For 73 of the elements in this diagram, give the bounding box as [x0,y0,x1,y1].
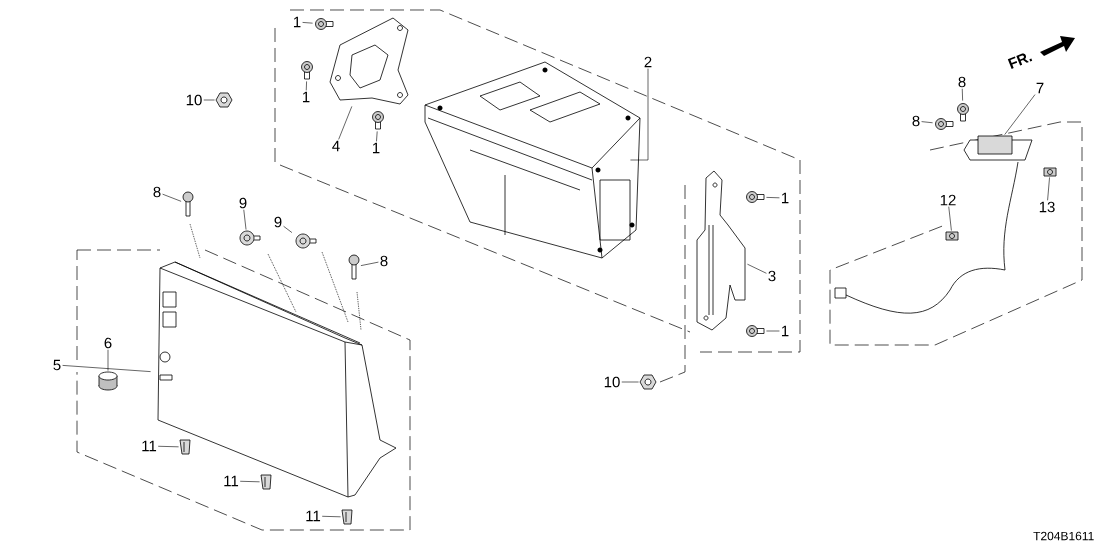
bolt [301,61,313,80]
unit-drawing [424,61,641,259]
leader-line [766,197,780,199]
callout-number: 8 [912,115,920,127]
callout-number: 8 [958,76,966,88]
leader-line [283,225,293,233]
leader-line [621,381,639,383]
leader-line [162,193,182,202]
callout-number: 1 [373,142,380,154]
leader-line [305,81,307,91]
callout-number: 12 [940,194,956,206]
callout-number: 3 [768,270,776,282]
leader-line [239,480,260,483]
callout-number: 1 [782,192,789,204]
bolt [746,191,765,203]
leader-line [747,263,767,274]
leader-line [302,22,313,24]
leader-line [360,261,379,266]
nut [639,374,657,390]
leader-line [1047,177,1050,201]
leader-line [766,330,780,332]
bolt [315,18,334,30]
callout-number: 13 [1039,201,1055,213]
callout-number: 11 [142,440,157,452]
screw [182,191,194,217]
screw [348,254,360,280]
callout-number: 1 [303,91,310,103]
leader-line [107,349,109,371]
bolt [957,103,969,122]
clip [341,509,353,525]
callout-number: 11 [224,475,239,487]
leader-line [1004,94,1036,135]
mounting-bracket-drawing [329,17,409,105]
leader-line [157,445,179,448]
leader-line [921,121,933,124]
module-drawing [963,135,1033,161]
leader-line [203,99,215,101]
clip [179,439,191,455]
callout-number: 10 [186,94,202,106]
leader-line [321,516,341,518]
leader-line [376,131,378,142]
bolt [746,325,765,337]
bolt [935,118,954,130]
callout-number: 8 [153,186,161,198]
leader-line [243,209,247,230]
knob [98,371,118,391]
callout-number: 1 [294,16,301,28]
callout-number: 6 [104,337,112,349]
drawing-code: T204B1611 [1033,531,1094,541]
leader-line [338,106,353,140]
callout-number: 4 [332,140,340,152]
leader-line [948,206,952,231]
nut [215,92,233,108]
direction-label: FR. [1007,53,1033,69]
clip [1043,167,1057,177]
callout-number: 7 [1036,82,1044,94]
callout-number: 11 [306,510,321,522]
washer [239,230,261,246]
leader-line [630,68,649,161]
callout-number: 9 [274,216,282,228]
mounting-bracket-drawing [696,170,746,331]
clip [260,474,272,490]
leader-line [961,88,963,101]
bolt [372,111,384,130]
callout-number: 1 [782,325,789,337]
clip [945,231,959,241]
callout-number: 8 [380,255,388,267]
callout-number: 2 [644,56,652,68]
callout-number: 9 [239,197,247,209]
callout-number: 10 [604,376,620,388]
leader-line [62,365,151,372]
washer [295,233,317,249]
callout-number: 5 [53,359,61,371]
